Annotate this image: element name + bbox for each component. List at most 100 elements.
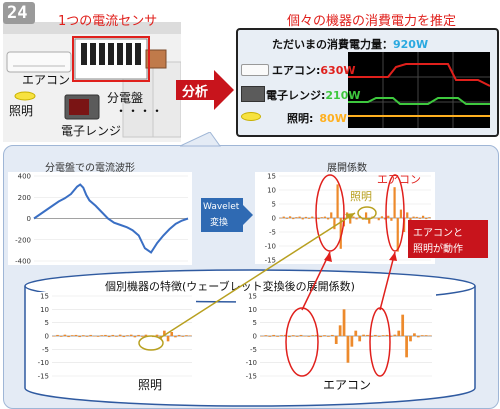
- lighting-feature-highlight: [138, 335, 164, 351]
- coef-bar: [355, 218, 358, 220]
- coef-bar: [373, 334, 377, 336]
- coef-bar: [421, 215, 425, 218]
- coef-bar: [89, 334, 92, 336]
- coef-bar: [380, 216, 384, 218]
- coef-bar: [93, 336, 96, 337]
- callout-pointer: [180, 132, 221, 147]
- coef-bar: [74, 334, 78, 336]
- y-tick-label: 0: [45, 333, 49, 341]
- monitor-chart-svg: [348, 52, 490, 128]
- y-tick-label: 10: [267, 187, 276, 195]
- coef-bar: [185, 335, 188, 336]
- coef-aircon-label: エアコン: [377, 173, 421, 186]
- coef-bar: [354, 330, 358, 336]
- coef-bar: [70, 335, 74, 336]
- coef-bar: [377, 218, 380, 221]
- monitor-lighting-value: 80W: [319, 112, 347, 125]
- waveform-title: 分電盤での電流波形: [45, 163, 135, 174]
- label-lighting: 照明: [9, 104, 34, 118]
- coef-bar: [362, 334, 365, 336]
- monitor-aircon-value: 630W: [320, 64, 356, 77]
- monitor-header-label: ただいまの消費電力量：: [272, 38, 393, 51]
- y-tick-label: -15: [38, 373, 49, 381]
- coef-bar: [385, 334, 389, 336]
- coef-bar: [67, 336, 70, 338]
- y-tick-label: 15: [40, 293, 49, 301]
- coef-bar: [406, 212, 409, 218]
- coef-bar: [122, 336, 126, 338]
- coef-bar: [350, 336, 354, 347]
- coef-bar: [174, 336, 177, 338]
- analysis-label: 分析: [182, 85, 209, 100]
- monitor-microwave-label: 電子レンジ:: [266, 89, 326, 102]
- coef-bar: [100, 335, 104, 336]
- wavelet-label-1: Wavelet: [203, 202, 240, 212]
- label-dots: ・・・・: [115, 104, 164, 118]
- monitor-aircon-row: エアコン:630W: [272, 62, 356, 78]
- coef-bar: [96, 336, 100, 337]
- coef-bar: [166, 336, 170, 342]
- lighting-feature-label: 照明: [138, 378, 163, 392]
- coef-bar: [85, 336, 89, 337]
- monitor-lighting-icon: [241, 112, 261, 121]
- label-panel: 分電盤: [107, 91, 144, 105]
- coef-bar: [111, 334, 115, 336]
- coef-bar: [118, 334, 122, 336]
- monitor-aircon-icon: [241, 64, 269, 76]
- monitor-microwave-icon: [241, 86, 265, 102]
- coef-bar: [63, 334, 67, 336]
- coef-bar: [405, 336, 408, 358]
- callout-box: [408, 220, 488, 258]
- clock: [3, 2, 35, 24]
- callout-line-2: 照明が動作: [413, 244, 463, 255]
- coef-bar: [370, 336, 373, 337]
- wavelet-arrow: [243, 205, 253, 225]
- coef-bar: [59, 336, 63, 337]
- coef-bar: [115, 336, 118, 337]
- coef-bar: [389, 336, 393, 337]
- coef-bar: [418, 218, 422, 219]
- coef-bar: [393, 187, 396, 218]
- coef-bar: [104, 334, 107, 336]
- coef-bar: [181, 336, 185, 337]
- coef-bar: [52, 336, 56, 337]
- coef-bar: [188, 335, 192, 336]
- coef-bar: [366, 334, 369, 336]
- coef-bar: [129, 334, 133, 336]
- coef-bar: [358, 336, 362, 342]
- estimate-title: 個々の機器の消費電力を推定: [287, 14, 457, 29]
- coef-bar: [387, 215, 390, 218]
- aircon-power-line: [348, 63, 490, 87]
- sensor-title: 1つの電流センサ: [58, 14, 158, 29]
- coef-bar: [107, 336, 111, 338]
- callout-line-1: エアコンと: [413, 228, 463, 239]
- microwave-power-line: [348, 97, 490, 105]
- coef-bar: [381, 335, 385, 336]
- coef-bar: [393, 334, 397, 336]
- coef-bar: [401, 314, 405, 336]
- coef-bar: [364, 212, 368, 218]
- coef-bar: [409, 336, 412, 342]
- coef-bar: [177, 334, 181, 336]
- coef-bar: [425, 218, 428, 220]
- coef-bar: [390, 218, 393, 221]
- monitor-lighting-row: 照明: 80W: [287, 110, 347, 126]
- y-tick-label: -15: [246, 373, 257, 381]
- label-microwave: 電子レンジ: [61, 124, 122, 138]
- coef-bar: [346, 336, 350, 363]
- coef-bar: [399, 209, 403, 218]
- coef-bar: [336, 184, 339, 218]
- y-tick-label: -400: [15, 258, 31, 266]
- house-scene: 24 エアコン 分電盤 ・・・・ 照明 電子レンジ: [3, 2, 182, 142]
- y-tick-label: -10: [246, 359, 257, 367]
- monitor-microwave-row: 電子レンジ:210W: [266, 87, 361, 103]
- coef-title: 展開係数: [327, 163, 367, 174]
- y-tick-label: 15: [267, 173, 276, 181]
- coef-bar: [383, 218, 387, 220]
- y-tick-label: -5: [250, 346, 257, 354]
- monitor-lighting-label: 照明:: [287, 112, 314, 125]
- clock-digits: 24: [7, 3, 28, 23]
- coef-bar: [415, 216, 418, 218]
- coef-bar: [140, 336, 144, 337]
